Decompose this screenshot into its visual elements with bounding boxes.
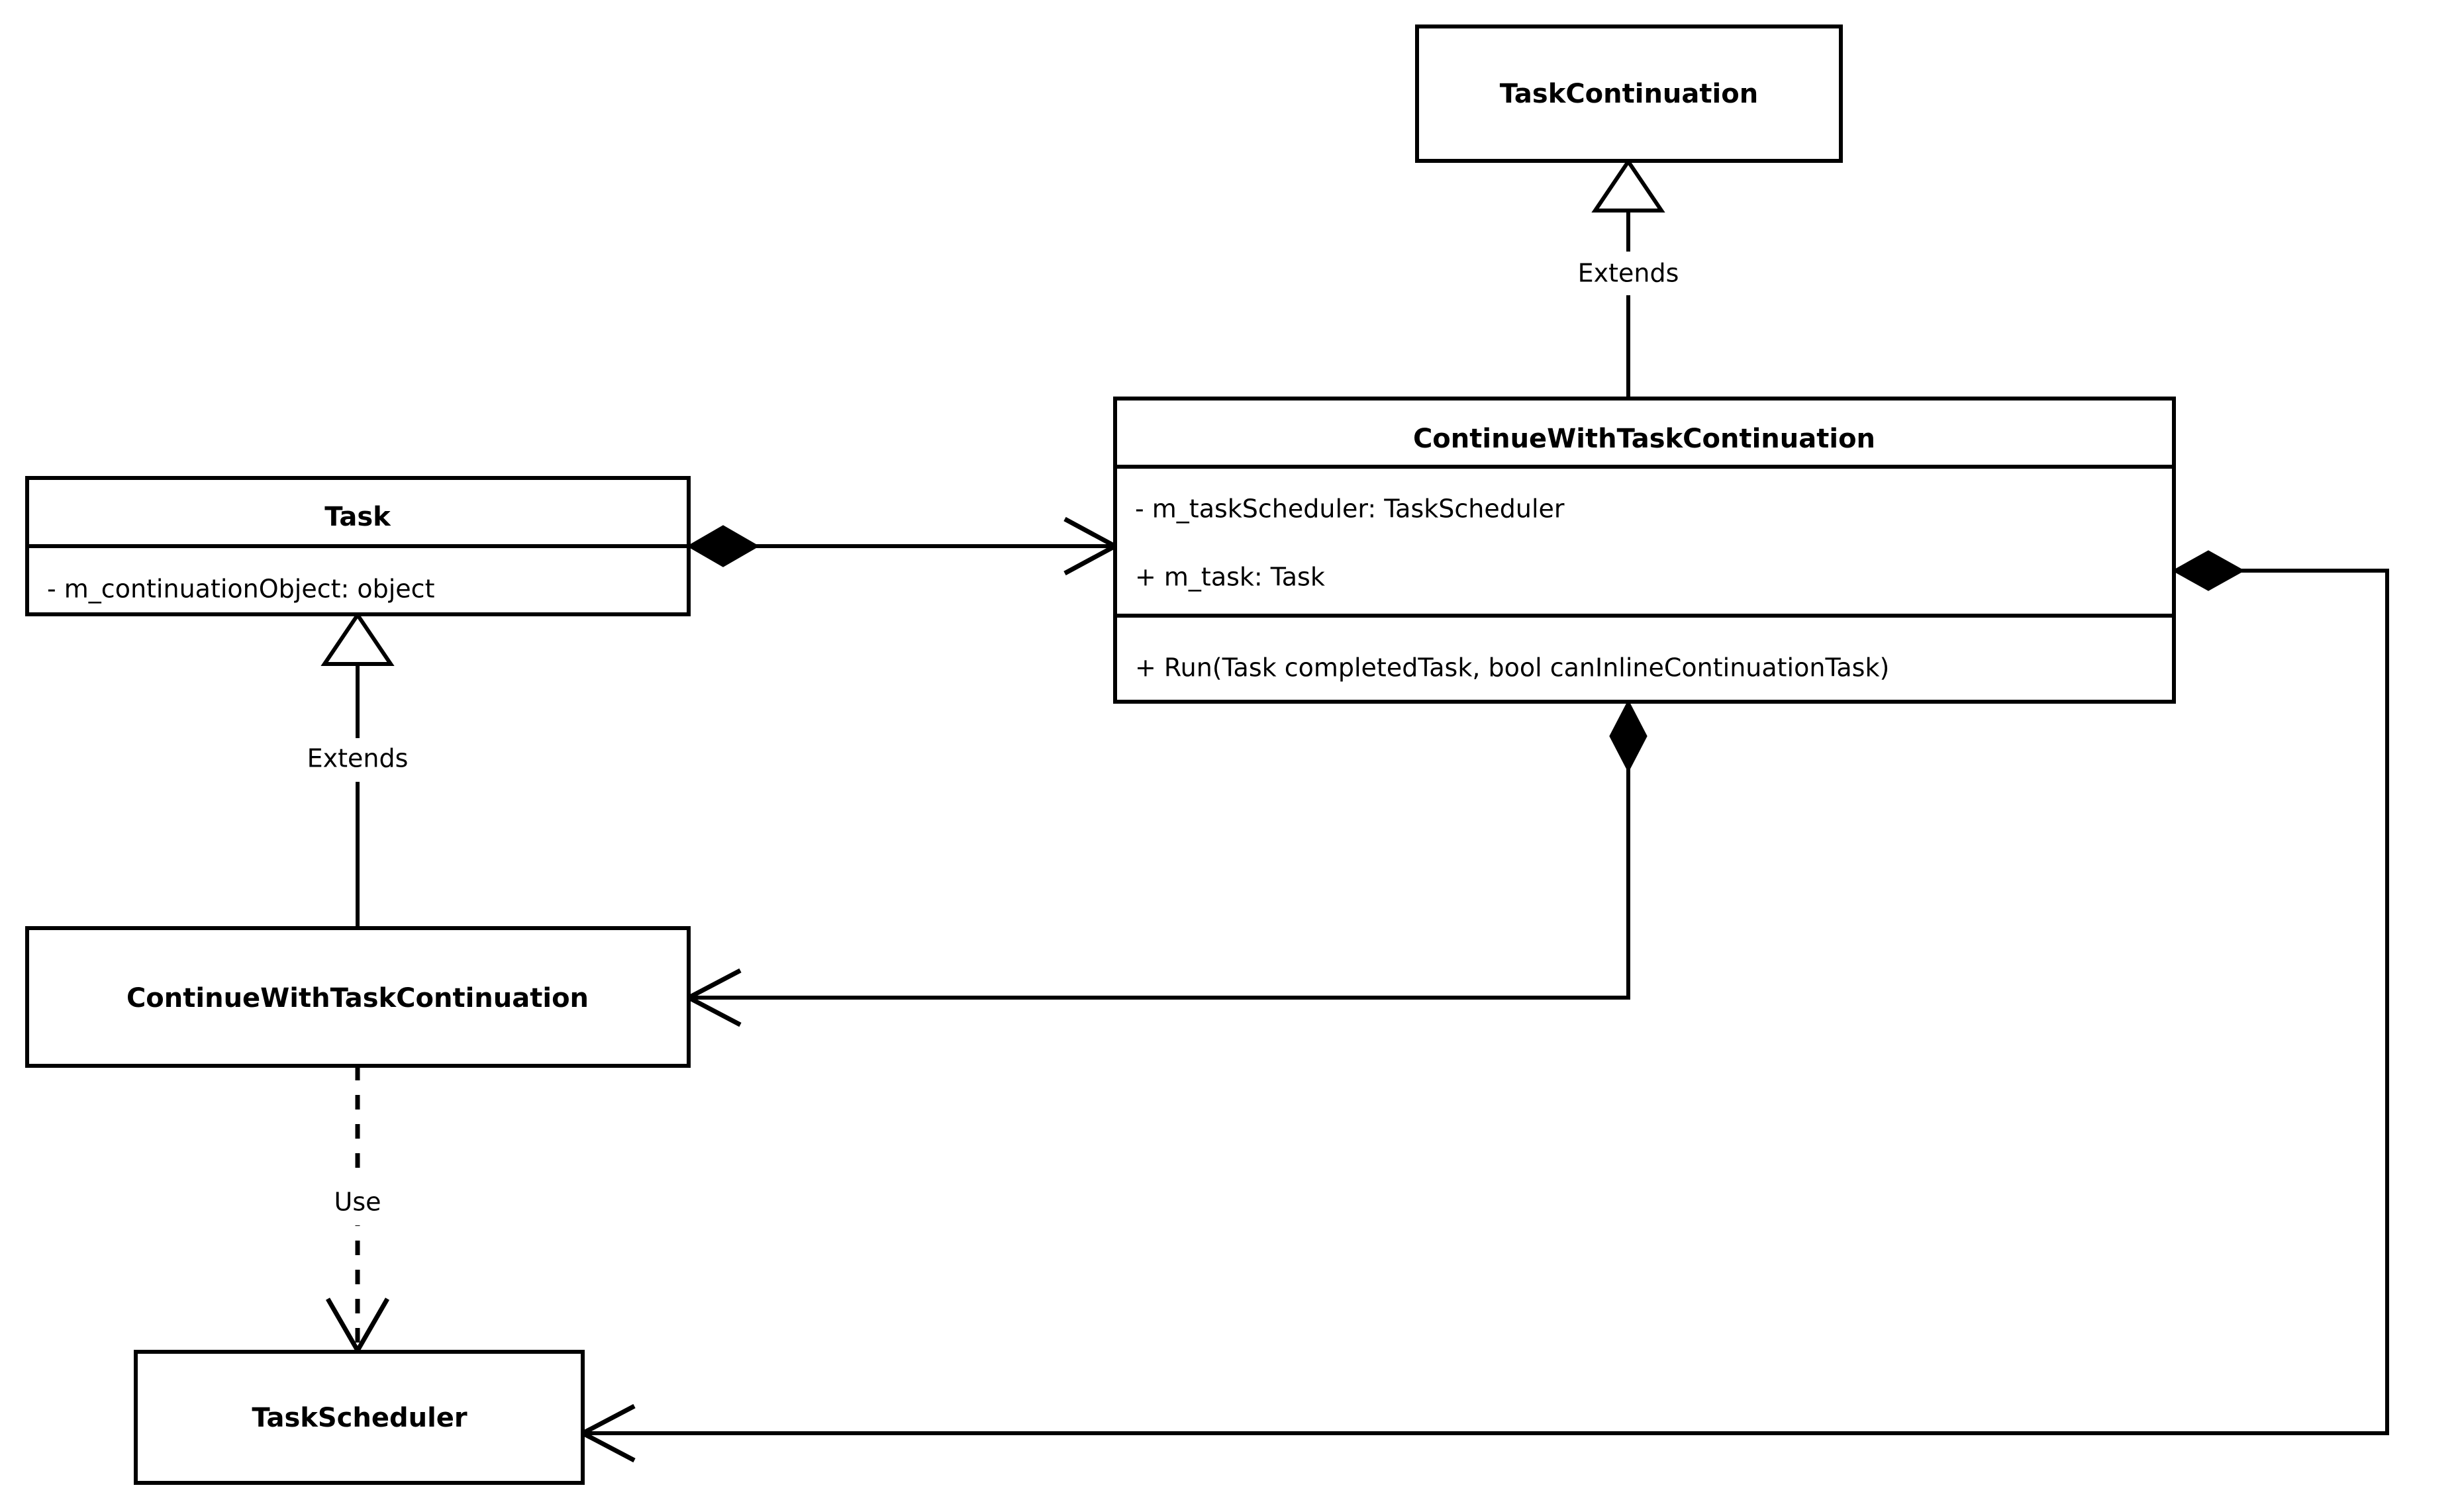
task-attribute-0: - m_continuationObject: object bbox=[47, 575, 434, 604]
cwtc-sub-rect[interactable] bbox=[25, 926, 691, 1068]
cwtc-main-operation-0: + Run(Task completedTask, bool canInline… bbox=[1135, 653, 1889, 683]
cwtc-main-rect[interactable] bbox=[1113, 397, 2176, 704]
extends-left-label-bg bbox=[281, 738, 434, 782]
cwtc-to-scheduler-line bbox=[583, 569, 2389, 1435]
use-left-label-bg bbox=[285, 1182, 430, 1225]
relationship-extends-left: Extends bbox=[281, 611, 434, 928]
composition-diamond-icon bbox=[1609, 699, 1647, 773]
task-continuation-rect[interactable] bbox=[1415, 24, 1843, 163]
cwtc-to-sub-line bbox=[689, 702, 1630, 1000]
generalization-arrowhead-icon bbox=[1591, 158, 1665, 213]
cwtc-main-attribute-0: - m_taskScheduler: TaskScheduler bbox=[1135, 495, 1565, 524]
task-title: Task bbox=[324, 502, 391, 532]
class-box-task-scheduler[interactable]: TaskScheduler bbox=[134, 1350, 585, 1485]
task-continuation-title: TaskContinuation bbox=[1500, 79, 1758, 109]
use-left-label: Use bbox=[334, 1188, 381, 1217]
task-scheduler-title: TaskScheduler bbox=[252, 1403, 467, 1433]
extends-top-label-bg bbox=[1553, 252, 1705, 295]
class-box-continue-with-task-continuation-sub[interactable]: ContinueWithTaskContinuation bbox=[25, 926, 691, 1068]
composition-diamond-icon bbox=[2171, 550, 2245, 591]
extends-top-label: Extends bbox=[1578, 259, 1679, 288]
cwtc-main-title: ContinueWithTaskContinuation bbox=[1413, 424, 1875, 454]
relationship-use-left: Use bbox=[285, 1066, 430, 1356]
task-scheduler-rect[interactable] bbox=[134, 1350, 585, 1485]
class-box-task[interactable]: Task - m_continuationObject: object bbox=[25, 476, 691, 616]
class-box-task-continuation[interactable]: TaskContinuation bbox=[1415, 24, 1843, 163]
cwtc-sub-title: ContinueWithTaskContinuation bbox=[126, 983, 589, 1014]
generalization-arrowhead-icon bbox=[320, 611, 395, 666]
relationship-task-composition bbox=[686, 516, 1120, 576]
composition-diamond-icon bbox=[686, 525, 760, 567]
relationship-extends-top: Extends bbox=[1553, 158, 1705, 399]
relationship-cwtc-to-sub bbox=[683, 699, 1647, 1027]
extends-left-label: Extends bbox=[307, 744, 409, 773]
class-box-continue-with-task-continuation-main[interactable]: ContinueWithTaskContinuation - m_taskSch… bbox=[1113, 397, 2176, 704]
cwtc-main-attribute-1: + m_task: Task bbox=[1135, 563, 1325, 592]
